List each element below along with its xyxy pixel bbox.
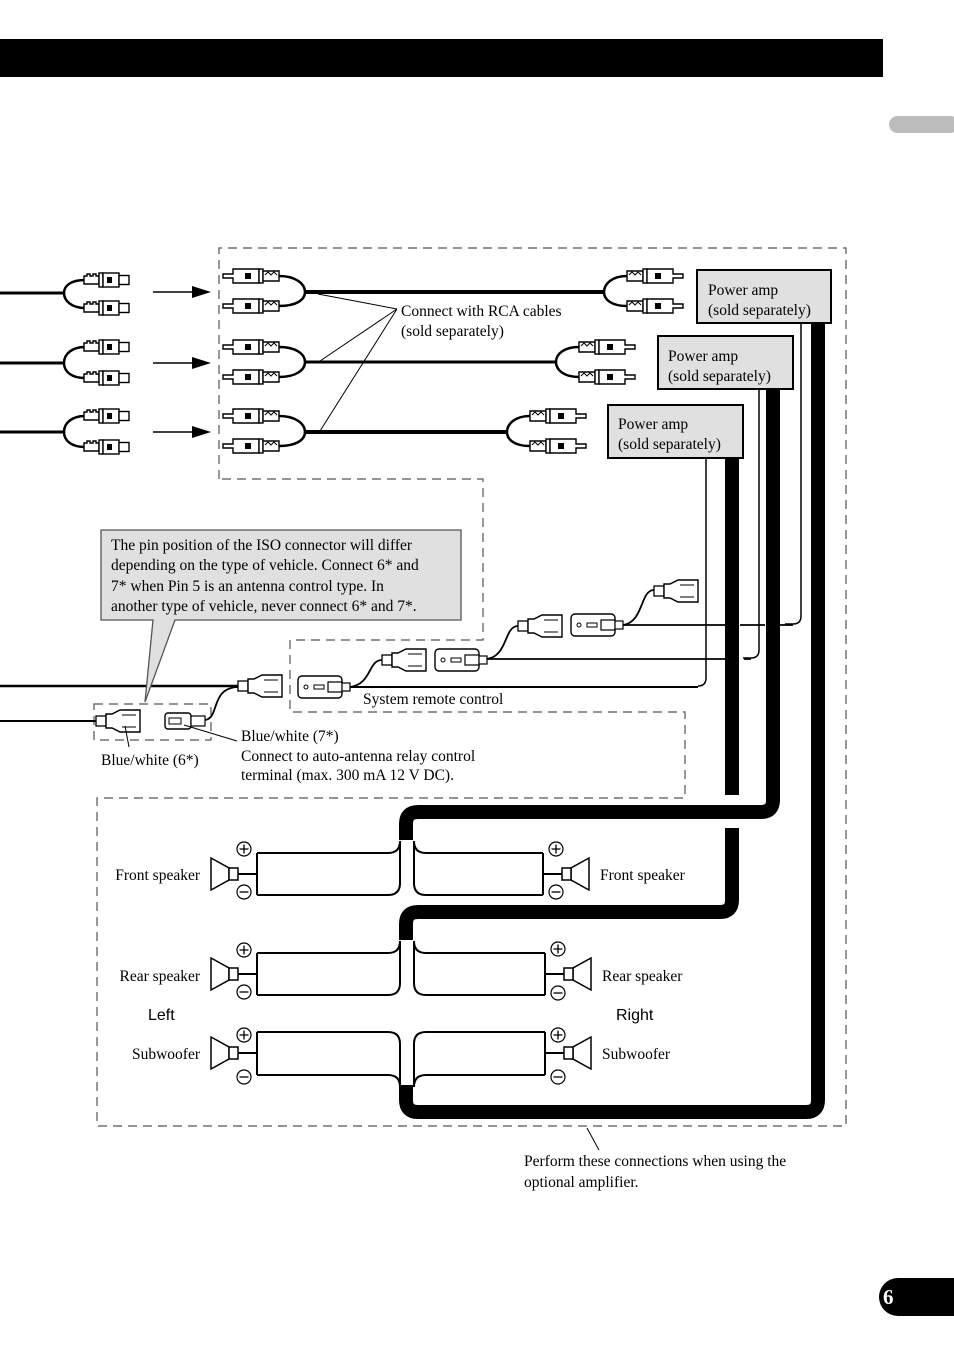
rca-cables [222, 268, 684, 454]
power-amp-2-line1: Power amp [668, 348, 738, 365]
footnote-leader [586, 1127, 600, 1151]
iso-note-line2: depending on the type of vehicle. Connec… [111, 557, 419, 574]
left-front-speaker-icon [210, 857, 239, 891]
power-amp-2: Power amp (sold separately) [657, 335, 794, 390]
left-front-speaker-label: Front speaker [115, 867, 201, 884]
minus-icon [236, 884, 252, 900]
left-rear-speaker-icon [210, 957, 239, 991]
minus-icon [236, 984, 252, 1000]
right-front-speaker-icon [561, 857, 590, 891]
plus-icon [236, 841, 252, 857]
header-bar [0, 39, 883, 77]
blue-white-7-connector [164, 712, 206, 730]
right-rear-speaker-icon [563, 957, 592, 991]
right-subwoofer-label: Subwoofer [602, 1046, 671, 1063]
amp-speaker-cables [399, 323, 825, 1119]
power-amp-3: Power amp (sold separately) [607, 404, 744, 459]
page-number-tab [879, 1278, 954, 1316]
unit-rca-outputs [0, 272, 130, 455]
rca-output-subwoofer [0, 408, 130, 455]
power-amp-1-line1: Power amp [708, 282, 778, 299]
speaker-wiring [229, 840, 571, 1088]
rca-output-front [0, 272, 130, 316]
left-subwoofer-icon [210, 1036, 239, 1070]
right-side-title: Right [616, 1007, 654, 1024]
plus-icon [236, 942, 252, 958]
power-amp-1-line2: (sold separately) [708, 302, 811, 319]
blue-white-7-label: Blue/white (7*) [241, 728, 339, 745]
right-rear-speaker-label: Rear speaker [602, 968, 683, 985]
antenna-wiring [0, 686, 239, 748]
right-subwoofer-icon [563, 1036, 592, 1070]
system-remote-wiring [0, 579, 793, 699]
iso-note-line4: another type of vehicle, never connect 6… [111, 598, 417, 615]
right-front-speaker-label: Front speaker [600, 867, 686, 884]
left-rear-speaker-label: Rear speaker [120, 968, 201, 985]
antenna-desc-line1: Connect to auto-antenna relay control [241, 748, 475, 765]
minus-icon [550, 985, 566, 1001]
amp-area-boundary [96, 247, 847, 1127]
side-tab [889, 116, 954, 133]
minus-icon [550, 1069, 566, 1085]
rca-callout-line1: Connect with RCA cables [401, 303, 562, 320]
connection-arrows [153, 286, 211, 438]
system-remote-label: System remote control [363, 691, 503, 708]
rca-output-rear [0, 339, 130, 386]
power-amp-3-line1: Power amp [618, 416, 688, 433]
antenna-desc-line2: terminal (max. 300 mA 12 V DC). [241, 767, 454, 784]
footnote-line2: optional amplifier. [524, 1174, 639, 1191]
minus-icon [548, 884, 564, 900]
plus-icon [550, 1027, 566, 1043]
rca-callout-line2: (sold separately) [401, 323, 504, 340]
iso-note-callout: The pin position of the ISO connector wi… [100, 529, 462, 703]
power-amp-2-line2: (sold separately) [668, 368, 771, 385]
plus-icon [548, 841, 564, 857]
blue-white-6-connector [95, 709, 141, 733]
power-amp-3-line2: (sold separately) [618, 436, 721, 453]
arrow-icon [153, 357, 211, 369]
iso-note-line1: The pin position of the ISO connector wi… [111, 537, 413, 554]
footnote-line1: Perform these connections when using the [524, 1153, 786, 1170]
power-amp-1: Power amp (sold separately) [696, 269, 832, 324]
arrow-icon [153, 286, 211, 298]
plus-icon [236, 1027, 252, 1043]
page-number: 6 [883, 1285, 894, 1309]
arrow-icon [153, 426, 211, 438]
iso-note-line3: 7* when Pin 5 is an antenna control type… [111, 578, 384, 595]
plus-icon [550, 941, 566, 957]
left-side-title: Left [148, 1007, 175, 1024]
minus-icon [236, 1069, 252, 1085]
left-subwoofer-label: Subwoofer [132, 1046, 201, 1063]
blue-white-6-label: Blue/white (6*) [101, 752, 199, 769]
